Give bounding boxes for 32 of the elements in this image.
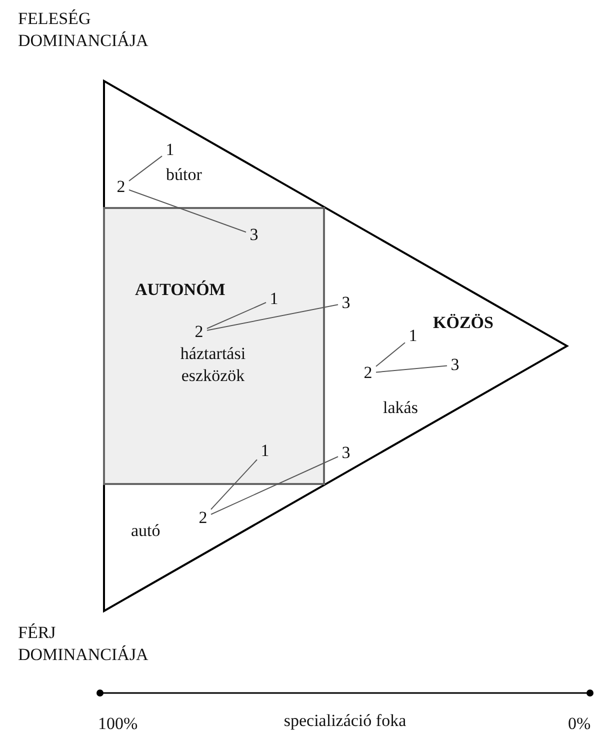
text-label: lakás — [383, 397, 419, 419]
text-label: autó — [131, 520, 162, 542]
connector-line — [210, 459, 258, 510]
connector-line — [210, 456, 338, 515]
step-number: 3 — [247, 224, 261, 246]
text-label: háztartási eszközök — [179, 343, 247, 387]
connector-line — [128, 189, 246, 233]
step-number: 1 — [163, 139, 177, 161]
step-number: 1 — [267, 288, 281, 310]
text-label: 100% — [98, 713, 139, 735]
connector-line — [206, 302, 266, 329]
step-number: 1 — [406, 325, 420, 347]
step-number: 2 — [196, 507, 210, 529]
region-heading: AUTONÓM — [135, 279, 226, 301]
connector-line — [128, 156, 162, 182]
square-region — [103, 207, 325, 485]
text-label: FÉRJ DOMINANCIÁJA — [18, 622, 150, 666]
connector-line — [206, 304, 338, 331]
region-heading: KÖZÖS — [433, 312, 494, 334]
text-label: specializáció foka — [282, 710, 408, 732]
connector-line — [376, 365, 448, 373]
step-number: 2 — [114, 176, 128, 198]
step-number: 3 — [448, 354, 462, 376]
step-number: 3 — [339, 292, 353, 314]
connector-line — [376, 342, 406, 367]
text-label: FELESÉG DOMINANCIÁJA — [18, 8, 150, 52]
step-number: 2 — [192, 321, 206, 343]
step-number: 1 — [258, 440, 272, 462]
step-number: 2 — [361, 362, 375, 384]
text-label: bútor — [166, 164, 203, 186]
step-number: 3 — [339, 442, 353, 464]
text-label: 0% — [568, 713, 592, 735]
